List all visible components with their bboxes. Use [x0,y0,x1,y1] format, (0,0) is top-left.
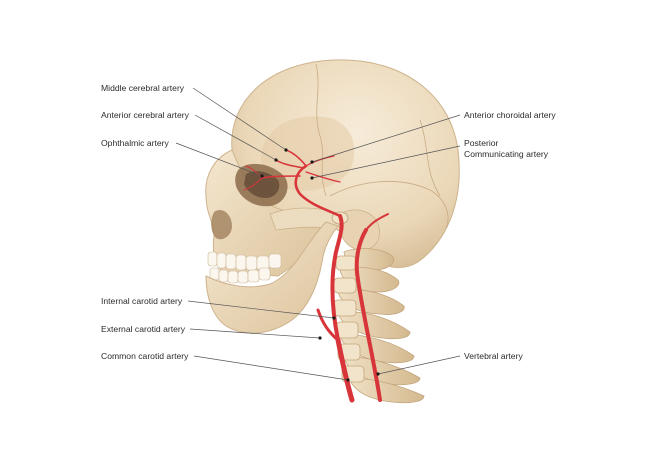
leader-external-carotid [189,328,321,339]
leader-anterior-choroidal [311,114,461,163]
common-carotid-path [335,337,355,403]
label-anterior-choroidal-artery: Anterior choroidal artery [464,110,556,120]
siphon-path [294,164,342,218]
mandible [205,221,339,334]
label-common-carotid-artery: Common carotid artery [101,351,189,361]
leader-posterior-communicating [311,145,461,179]
eye-orbit-inner [244,171,280,198]
leader-ophthalmic [175,142,263,177]
label-vertebral-artery: Vertebral artery [464,351,523,361]
leader-lines [175,87,461,381]
external-carotid-path [316,308,340,342]
cranial-fossa-shading [260,116,355,191]
leader-vertebral [377,355,461,375]
label-posterior-communicating-line2: Communicating artery [464,149,549,159]
label-external-carotid-artery: External carotid artery [101,324,186,334]
lower-teeth [209,267,271,284]
upper-teeth [207,251,282,271]
mastoid-process [338,209,380,251]
vertebral-path [354,228,382,402]
squamous-suture [329,181,449,229]
coronal-suture [315,63,327,197]
leader-middle-cerebral [192,87,287,151]
label-middle-cerebral-artery: Middle cerebral artery [101,83,185,93]
leader-dots [260,148,380,382]
leader-anterior-cerebral [194,114,277,161]
middle-cerebral-path [285,149,307,167]
label-posterior-communicating-line1: Posterior [464,138,499,148]
internal-carotid-path [330,214,344,342]
arteries [243,149,389,403]
nasal-cavity [211,209,232,240]
leader-internal-carotid [187,300,335,319]
lambdoid-suture [419,119,441,197]
label-ophthalmic-artery: Ophthalmic artery [101,138,169,148]
posterior-communicating-path [305,171,341,183]
anterior-cerebral-path [275,159,305,169]
label-internal-carotid-artery: Internal carotid artery [101,296,183,306]
label-anterior-cerebral-artery: Anterior cerebral artery [101,110,189,120]
leader-common-carotid [193,355,349,381]
ophthalmic-path [261,175,301,179]
vertebral-basilar-path [365,213,389,231]
